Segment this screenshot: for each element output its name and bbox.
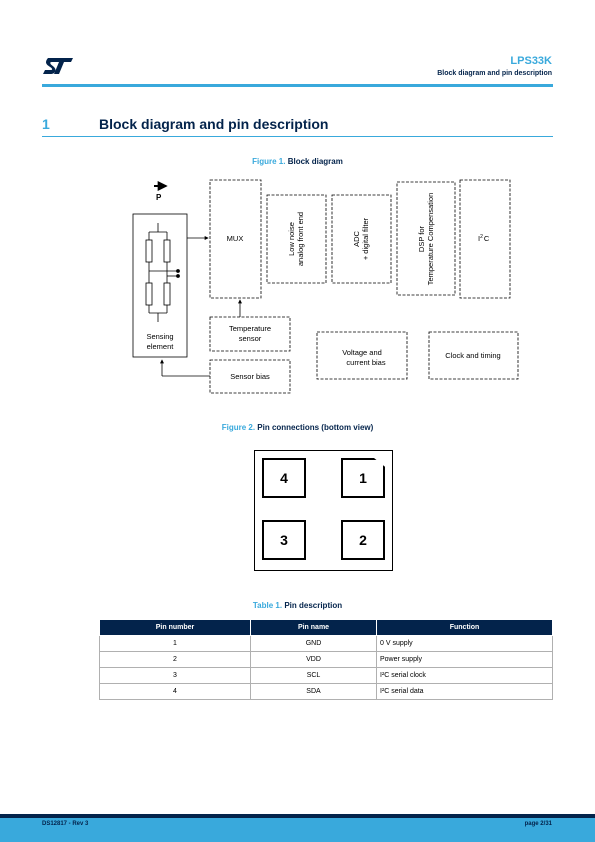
table-row: 4 SDA I²C serial data [99, 683, 553, 700]
dsp-label-2: Temperature Compensation [426, 193, 435, 286]
cell-pin-number: 3 [99, 667, 251, 684]
footer-doc-ref: DS12817 - Rev 3 [42, 821, 89, 827]
table1-caption: Table 1. Pin description [0, 601, 595, 610]
table-row: 3 SCL I²C serial clock [99, 667, 553, 684]
cell-pin-number: 2 [99, 651, 251, 668]
dsp-label-1: DSP for [417, 225, 426, 252]
cell-function: Power supply [376, 651, 553, 668]
cell-pin-name: VDD [250, 651, 377, 668]
clock-timing-box [428, 331, 519, 380]
section-rule [42, 136, 553, 137]
figure1-label: Figure 1. [252, 157, 286, 166]
lna-box [266, 194, 327, 284]
footer-rule [0, 814, 595, 818]
voltage-bias-label-1: Voltage and [342, 348, 382, 357]
adc-box [331, 194, 392, 284]
table-row: 2 VDD Power supply [99, 651, 553, 668]
adc-label-1: ADC [352, 231, 361, 247]
dsp-box [396, 181, 456, 296]
cell-pin-name: SCL [250, 667, 377, 684]
pressure-label: P [156, 193, 162, 202]
footer-bar [0, 818, 595, 842]
cell-function: I²C serial clock [376, 667, 553, 684]
i2c-box [459, 179, 511, 299]
i2c-label: I2C [478, 234, 490, 243]
mux-label: MUX [227, 234, 244, 243]
temperature-sensor-label-2: sensor [239, 334, 262, 343]
cell-pin-name: GND [250, 635, 377, 652]
voltage-bias-box [316, 331, 408, 380]
package-outline: 4 1 3 2 [254, 450, 393, 571]
col-header-pin-name: Pin name [250, 619, 377, 636]
temperature-sensor-label-1: Temperature [229, 324, 271, 333]
cell-function: 0 V supply [376, 635, 553, 652]
cell-pin-number: 1 [99, 635, 251, 652]
wheatstone-bridge [145, 223, 178, 322]
col-header-pin-number: Pin number [99, 619, 251, 636]
pin-1: 1 [341, 458, 385, 498]
pin-2: 2 [341, 520, 385, 560]
cell-function: I²C serial data [376, 683, 553, 700]
section-number: 1 [42, 116, 50, 132]
sensing-element-label-1: Sensing [146, 332, 173, 341]
table-header-row: Pin number Pin name Function [99, 619, 553, 636]
st-logo [43, 58, 73, 74]
pin-3: 3 [262, 520, 306, 560]
sensor-bias-label: Sensor bias [230, 372, 270, 381]
col-header-function: Function [376, 619, 553, 636]
figure1-caption: Figure 1. Block diagram [0, 157, 595, 166]
table1-label: Table 1. [252, 601, 283, 610]
mux-box [209, 179, 262, 299]
sensor-bias-box [209, 359, 291, 394]
header-section-subtitle: Block diagram and pin description [437, 70, 552, 77]
figure1-title: Block diagram [287, 157, 343, 166]
voltage-bias-label-2: current bias [346, 358, 385, 367]
pin-description-table: Pin number Pin name Function 1 GND 0 V s… [99, 619, 553, 700]
lna-label-2: analog front end [296, 212, 305, 266]
adc-label-2: + digital filter [361, 217, 370, 260]
sensing-element-label-2: element [147, 342, 175, 351]
figure2-title: Pin connections (bottom view) [257, 423, 374, 432]
header-rule [42, 84, 553, 87]
cell-pin-number: 4 [99, 683, 251, 700]
temperature-sensor-box [209, 316, 291, 352]
sensing-element-box [132, 213, 188, 358]
figure2-label: Figure 2. [221, 423, 256, 432]
header-product-title: LPS33K [510, 55, 552, 67]
pin-4: 4 [262, 458, 306, 498]
figure2-caption: Figure 2. Pin connections (bottom view) [0, 423, 595, 432]
footer-page-number: page 2/31 [524, 821, 552, 827]
section-title: Block diagram and pin description [99, 116, 329, 132]
table1-title: Pin description [284, 601, 343, 610]
table-row: 1 GND 0 V supply [99, 635, 553, 652]
lna-label-1: Low noise [287, 222, 296, 256]
clock-timing-label: Clock and timing [445, 351, 500, 360]
cell-pin-name: SDA [250, 683, 377, 700]
